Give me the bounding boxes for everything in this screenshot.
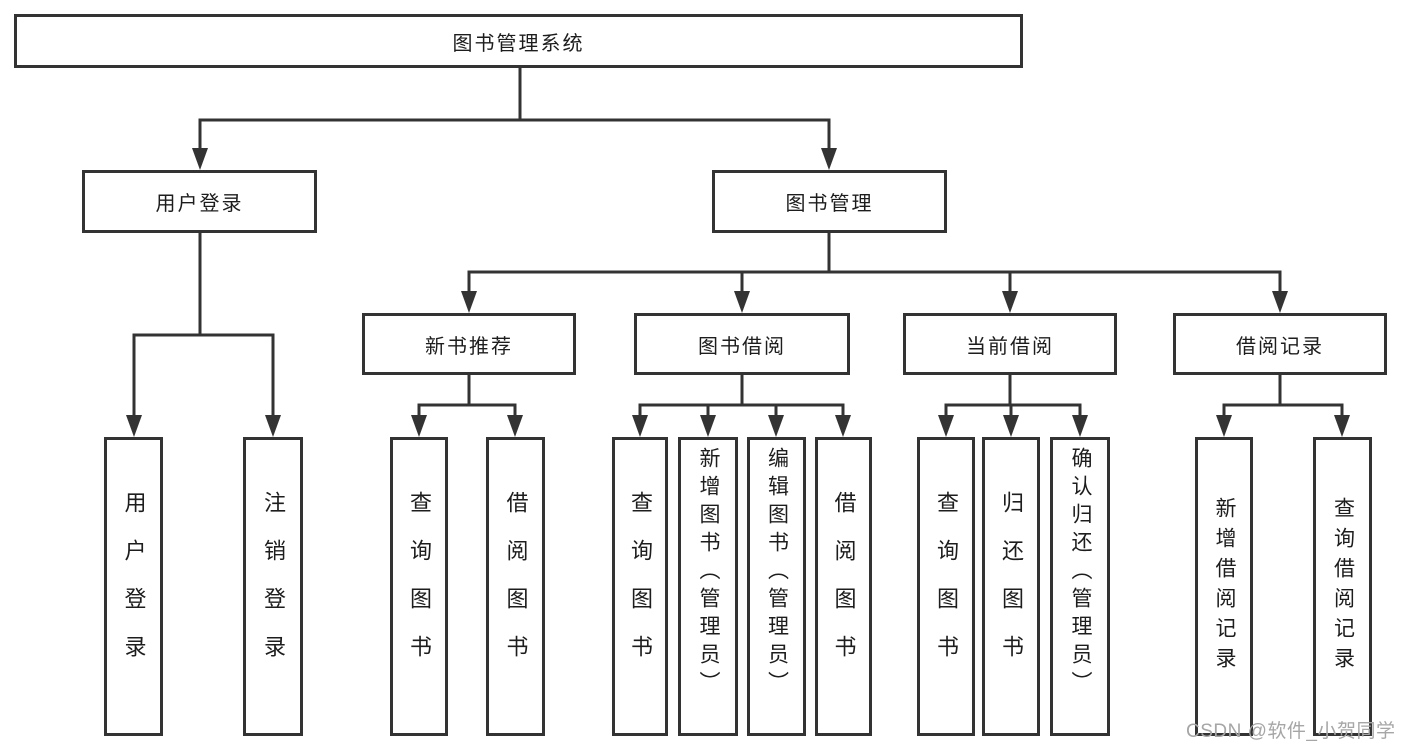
- node-label: 图书借阅: [698, 335, 786, 358]
- leaf-label: 用户登录: [121, 490, 147, 683]
- leaf-label: 编辑图书（管理员）: [765, 447, 789, 699]
- leaf-query-books-borrow: 查询图书: [612, 437, 668, 736]
- node-label: 用户登录: [155, 193, 244, 215]
- leaf-add-borrow-record: 新增借阅记录: [1195, 437, 1253, 736]
- leaf-label: 查询图书: [407, 490, 432, 683]
- node-label: 借阅记录: [1236, 335, 1324, 358]
- leaf-label: 查询图书: [628, 490, 653, 683]
- leaf-label: 借阅图书: [503, 490, 529, 683]
- leaf-label: 归还图书: [999, 490, 1024, 683]
- node-library-management-system: 图书管理系统: [14, 14, 1023, 68]
- leaf-borrow-books-borrow: 借阅图书: [815, 437, 872, 736]
- node-book-borrow: 图书借阅: [634, 313, 850, 375]
- node-current-borrow: 当前借阅: [903, 313, 1117, 375]
- node-label: 图书管理: [785, 193, 874, 215]
- csdn-watermark: CSDN @软件_小贺同学: [1186, 721, 1396, 742]
- node-label: 图书管理系统: [452, 32, 585, 55]
- leaf-label: 查询借阅记录: [1331, 496, 1355, 677]
- node-new-book-recommend: 新书推荐: [362, 313, 576, 375]
- node-book-management: 图书管理: [712, 170, 947, 233]
- leaf-label: 新增借阅记录: [1213, 496, 1236, 677]
- node-user-login: 用户登录: [82, 170, 317, 233]
- leaf-edit-book-admin: 编辑图书（管理员）: [747, 437, 806, 736]
- leaf-return-books: 归还图书: [982, 437, 1040, 736]
- leaf-label: 注销登录: [261, 490, 286, 683]
- leaf-label: 新增图书（管理员）: [697, 447, 720, 699]
- leaf-borrow-books-recommend: 借阅图书: [486, 437, 545, 736]
- node-label: 新书推荐: [425, 335, 513, 358]
- leaf-user-login: 用户登录: [104, 437, 163, 736]
- arrowhead-icons: [126, 148, 1350, 437]
- node-borrow-records: 借阅记录: [1173, 313, 1387, 375]
- leaf-query-borrow-record: 查询借阅记录: [1313, 437, 1372, 736]
- leaf-query-books-current: 查询图书: [917, 437, 975, 736]
- leaf-add-book-admin: 新增图书（管理员）: [678, 437, 738, 736]
- leaf-confirm-return-admin: 确认归还（管理员）: [1050, 437, 1110, 736]
- leaf-label: 查询图书: [934, 490, 959, 683]
- leaf-label: 借阅图书: [831, 490, 857, 683]
- leaf-query-books-recommend: 查询图书: [390, 437, 448, 736]
- leaf-label: 确认归还（管理员）: [1069, 447, 1092, 699]
- node-label: 当前借阅: [966, 335, 1054, 358]
- leaf-logout: 注销登录: [243, 437, 303, 736]
